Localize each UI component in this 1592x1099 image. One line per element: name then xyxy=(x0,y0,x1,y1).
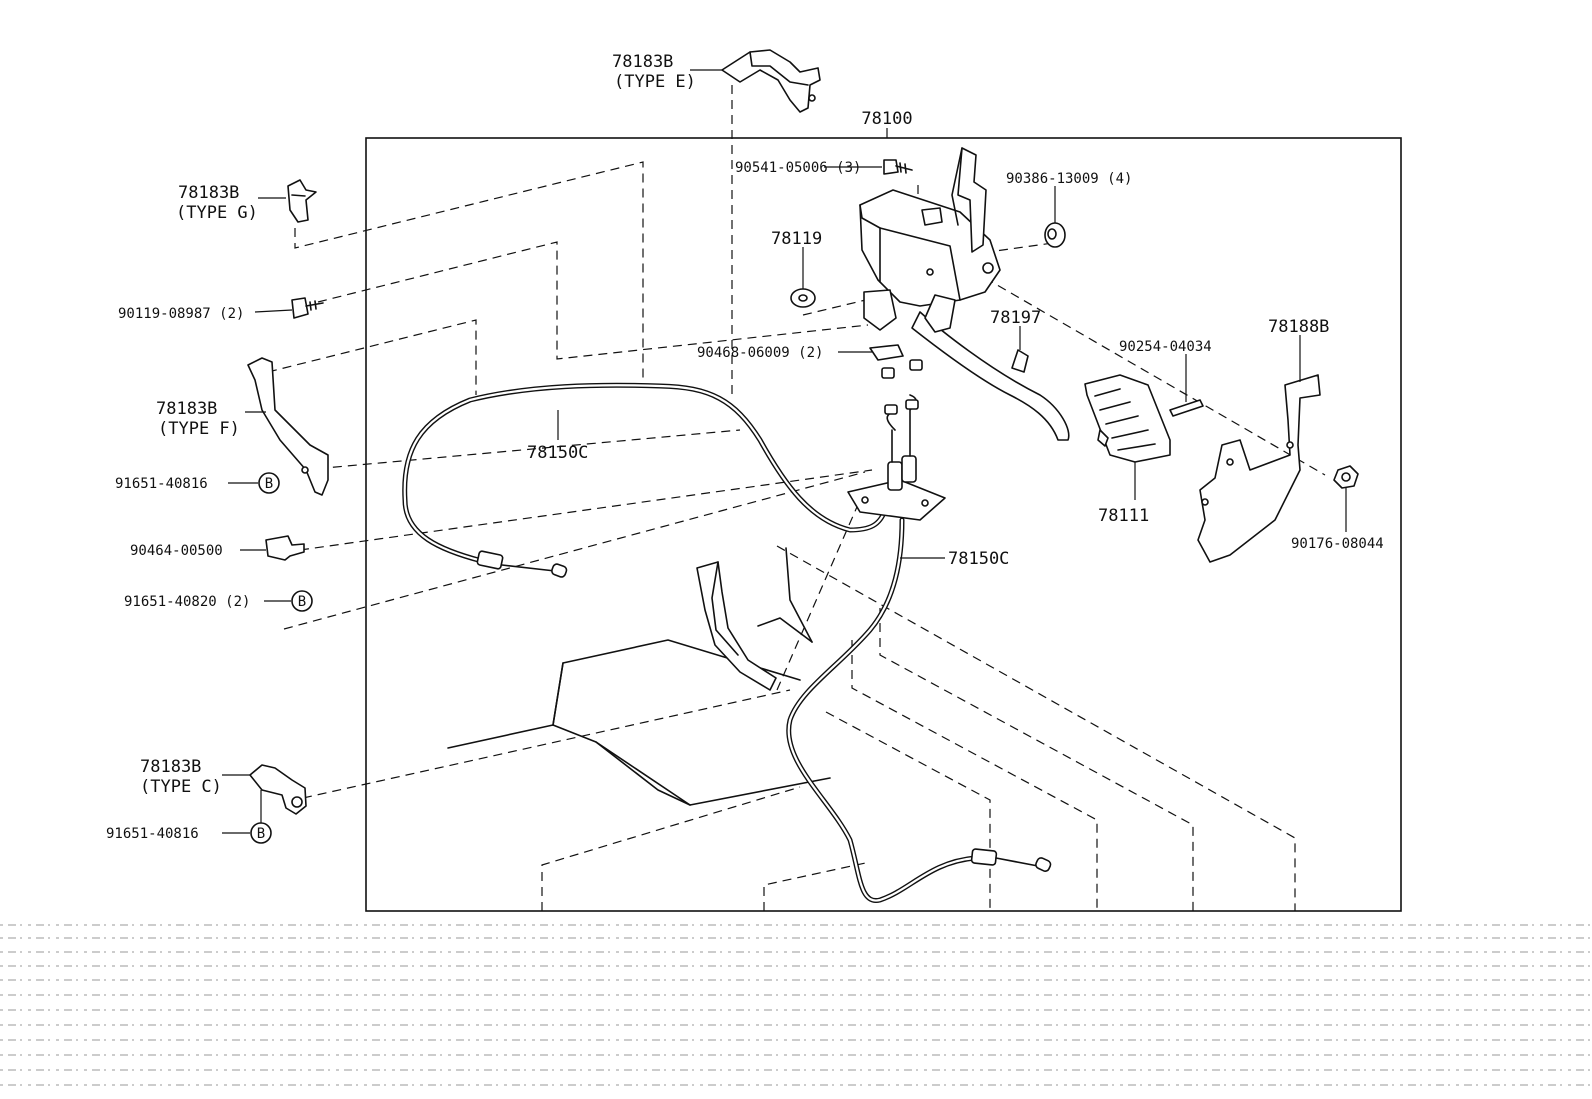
cable-mount-plate xyxy=(847,359,946,521)
bracket-e-number: 78183B xyxy=(612,52,673,72)
svg-text:B: B xyxy=(265,476,273,492)
part-labels: 78183B (TYPE E) 78183B (TYPE G) 90119-08… xyxy=(106,52,1384,842)
bracket-78188b-label: 78188B xyxy=(1268,317,1329,337)
clip-91651-c-label: 91651-40816 xyxy=(106,826,199,842)
assembly-frame xyxy=(365,137,1402,912)
grommet-78119-label: 78119 xyxy=(771,229,822,249)
marker-b-2: B xyxy=(264,590,313,612)
nut-90386-label: 90386-13009 (4) xyxy=(1006,171,1132,187)
bolt-90119-label: 90119-08987 (2) xyxy=(118,306,244,322)
bracket-e-type: (TYPE E) xyxy=(614,72,696,92)
nut-90176-label: 90176-08044 xyxy=(1291,536,1384,552)
cable-upper-label: 78150C xyxy=(527,443,588,463)
svg-text:B: B xyxy=(298,594,306,610)
cable-lower-label: 78150C xyxy=(948,549,1009,569)
assembly-number: 78100 xyxy=(861,109,912,129)
clip-90464-label: 90464-00500 xyxy=(130,543,223,559)
clip-90464 xyxy=(240,535,305,561)
accelerator-cable-lower xyxy=(786,517,1052,903)
floor-panel xyxy=(447,547,831,806)
clamp-78197-label: 78197 xyxy=(990,308,1041,328)
bolt-90541-label: 90541-05006 (3) xyxy=(735,160,861,176)
svg-text:B: B xyxy=(257,826,265,842)
bracket-type-g xyxy=(258,179,317,223)
pedal-pad-78111 xyxy=(1084,374,1171,500)
nut-90176 xyxy=(1333,465,1359,532)
bracket-type-e xyxy=(690,49,821,113)
bracket-f-type: (TYPE F) xyxy=(158,419,240,439)
bracket-type-f xyxy=(245,357,329,496)
clip-90468 xyxy=(838,344,904,361)
nut-90386 xyxy=(1044,186,1066,248)
bracket-f-number: 78183B xyxy=(156,399,217,419)
bracket-g-type: (TYPE G) xyxy=(176,203,258,223)
bracket-g-number: 78183B xyxy=(178,183,239,203)
clip-91651-f-label: 91651-40816 xyxy=(115,476,208,492)
bracket-c-type: (TYPE C) xyxy=(140,777,222,797)
clip-91651-2-label: 91651-40820 (2) xyxy=(124,594,250,610)
pedal-pad-78111-label: 78111 xyxy=(1098,506,1149,526)
pin-90254-label: 90254-04034 xyxy=(1119,339,1212,355)
bracket-type-c xyxy=(222,764,307,825)
accelerator-cable-upper xyxy=(402,382,888,578)
scan-noise-band xyxy=(0,924,1592,1086)
dashed-reference-lines xyxy=(267,85,1326,911)
bracket-c-number: 78183B xyxy=(140,757,201,777)
pin-90254 xyxy=(1169,354,1204,417)
bolt-90541 xyxy=(883,159,913,175)
bolt-90119 xyxy=(254,297,324,319)
pedal-assembly xyxy=(859,147,1070,441)
grommet-78119 xyxy=(790,247,816,308)
bracket-78188b xyxy=(1197,335,1321,563)
marker-b-1: B xyxy=(228,472,280,494)
floor-bracket xyxy=(696,561,777,691)
clip-90468-label: 90468-06009 (2) xyxy=(697,345,823,361)
marker-b-3: B xyxy=(222,822,272,844)
